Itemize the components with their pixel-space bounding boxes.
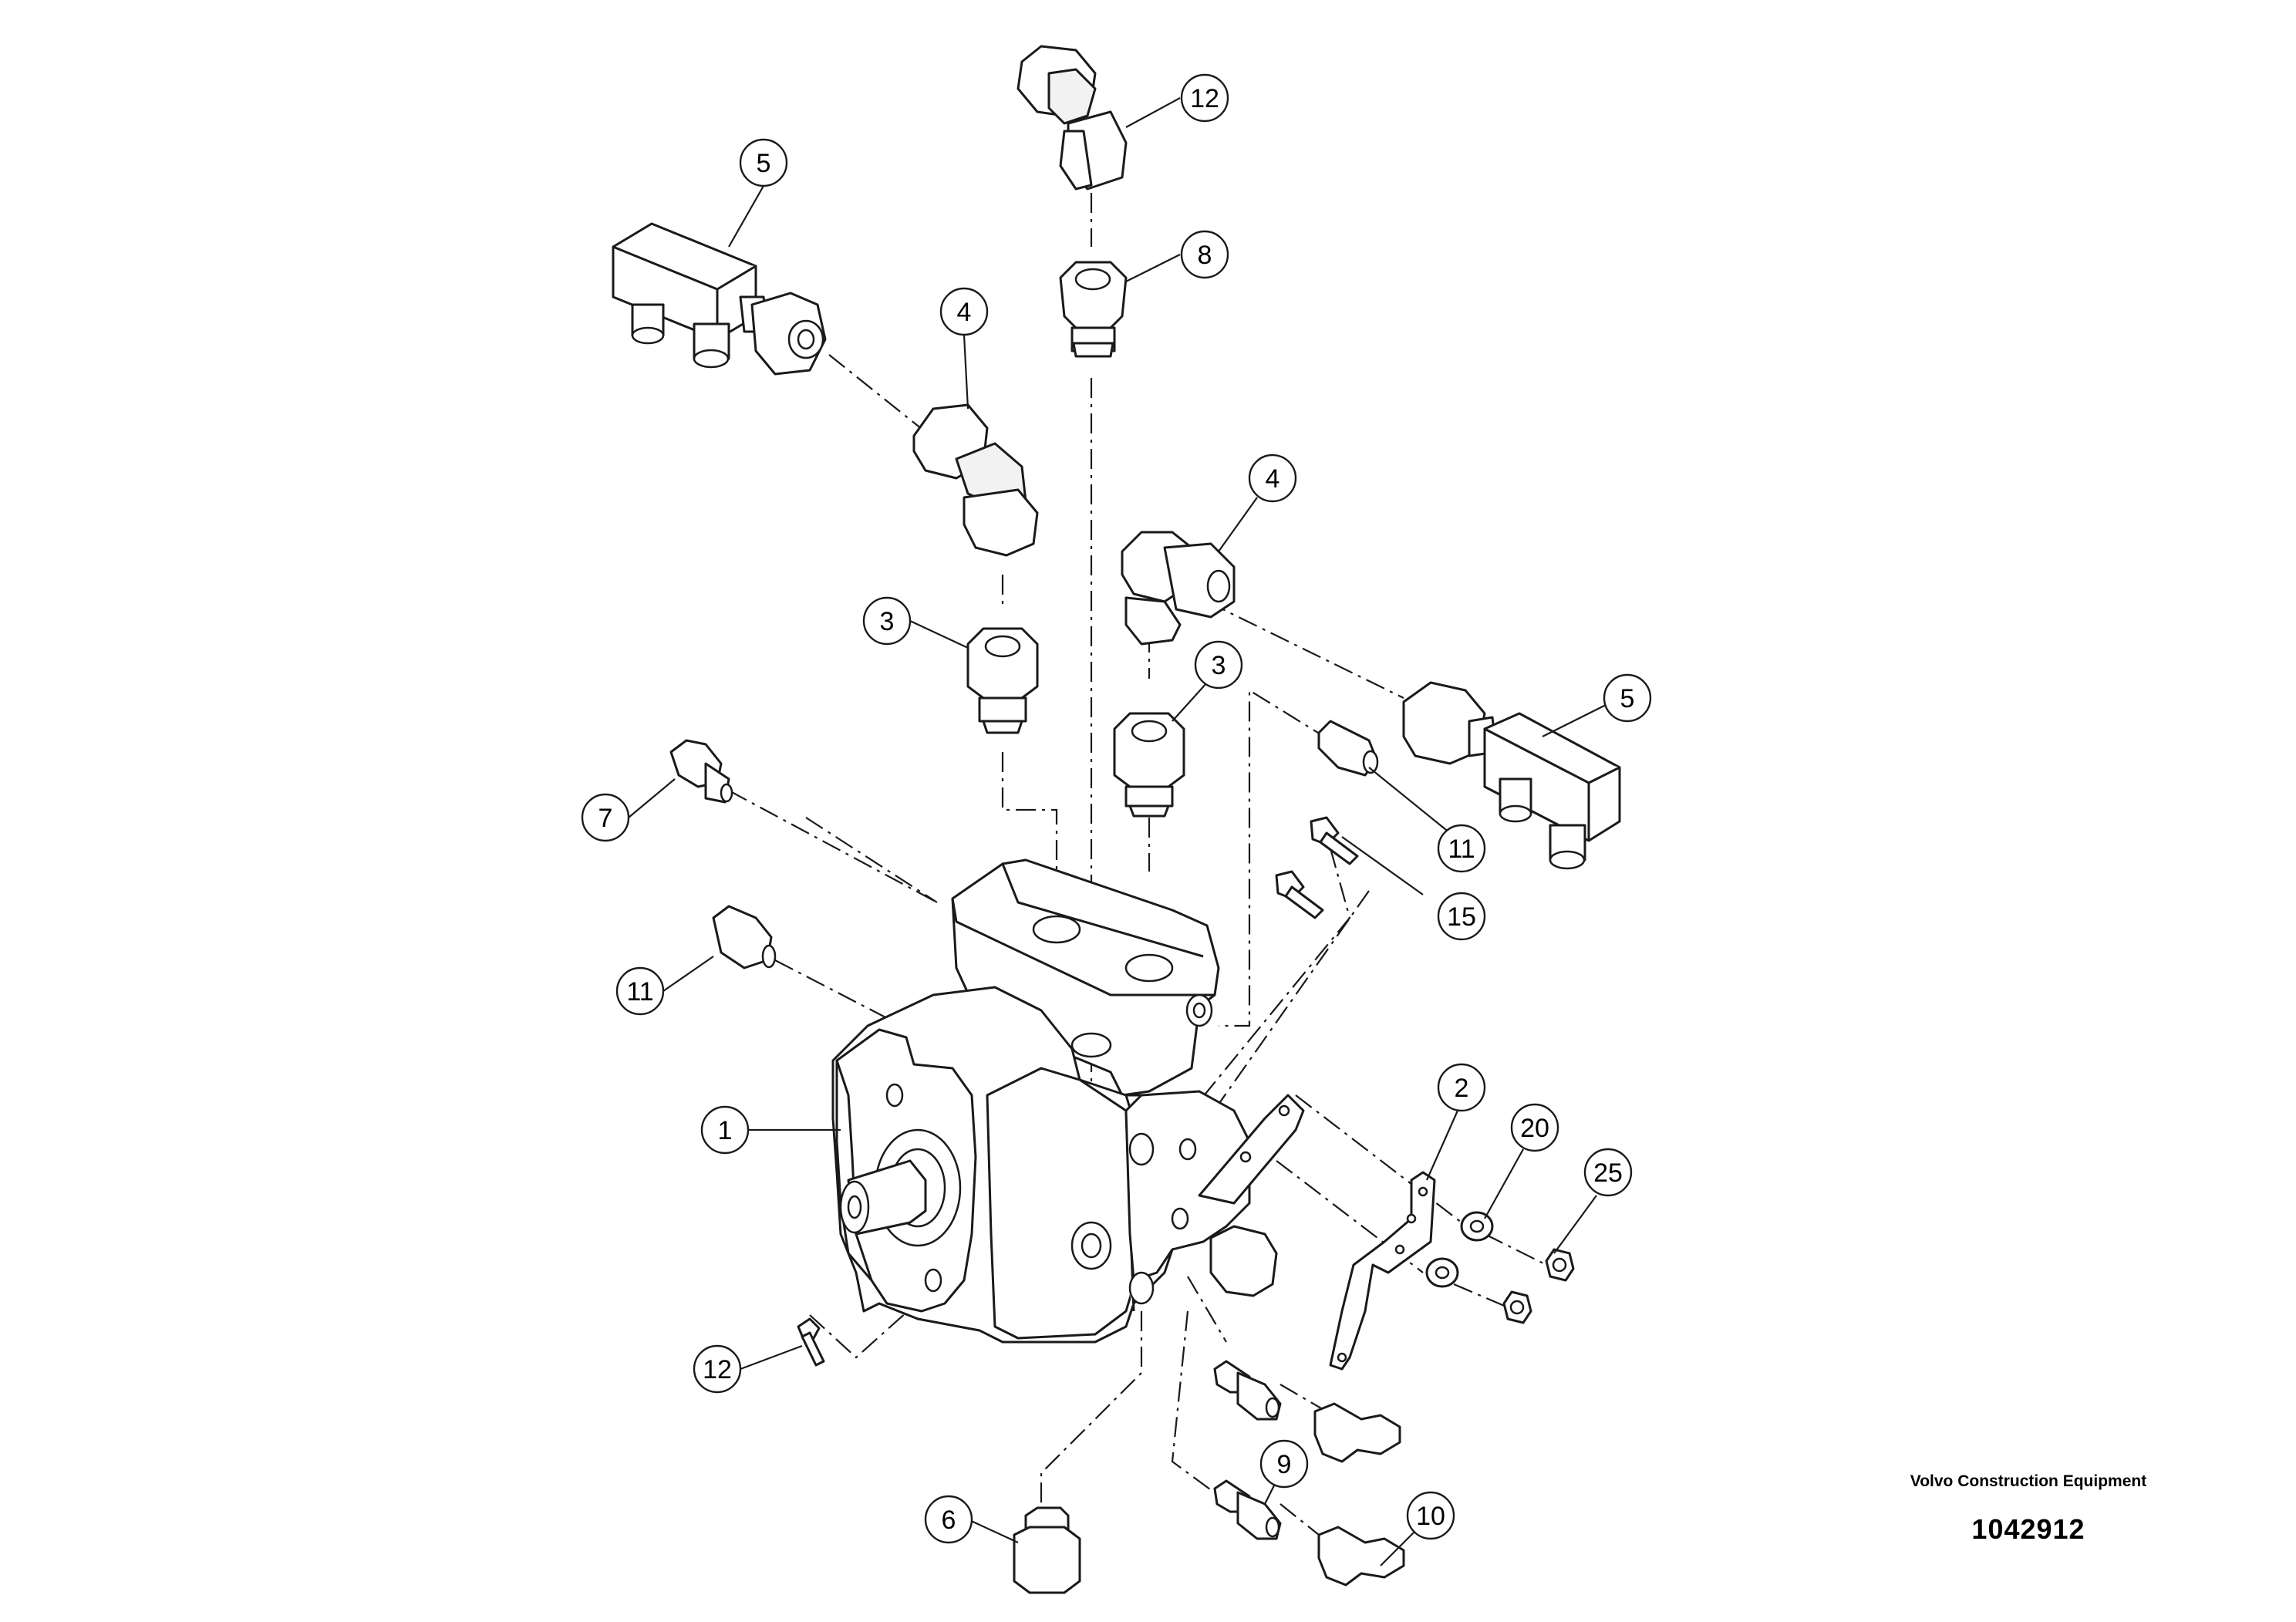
adapter-fitting-8 [1059,261,1128,358]
callout-label: 5 [757,149,771,178]
callout-balloon-3-left: 3 [862,596,912,646]
callout-balloon-4-left: 4 [939,287,989,336]
callout-balloon-12-bottom: 12 [693,1344,742,1394]
callout-balloon-5-right: 5 [1603,673,1652,723]
adapter-fitting-3-right [1113,712,1185,818]
callout-balloon-11-right: 11 [1437,824,1486,873]
callout-balloon-7: 7 [581,793,630,842]
callout-label: 3 [880,607,895,636]
washers-20 [1425,1211,1494,1288]
callout-label: 10 [1416,1502,1445,1531]
callout-label: 12 [1190,84,1219,113]
callout-label: 15 [1447,902,1476,932]
callout-label: 11 [1448,835,1475,864]
callout-label: 1 [718,1116,733,1145]
plug-11-left [712,905,777,969]
callout-balloon-12-top: 12 [1180,73,1229,123]
elbows-10 [1313,1402,1405,1587]
callout-balloon-20: 20 [1510,1103,1559,1152]
callout-label: 5 [1620,684,1635,713]
callout-label: 25 [1593,1158,1623,1188]
footer-company-name: Volvo Construction Equipment [1910,1472,2147,1490]
callout-balloon-4-right: 4 [1248,454,1297,503]
callout-balloon-11-left: 11 [615,966,665,1016]
adapter-fitting-3-left [966,627,1039,734]
elbow-fitting-4-left [912,403,1039,557]
callout-balloon-1: 1 [700,1105,750,1155]
adapter-fitting-6 [1013,1506,1081,1594]
nuts-25 [1502,1248,1575,1324]
fitting-7 [669,739,733,804]
bracket-2 [1329,1171,1436,1371]
hydraulic-pump-1 [831,858,1305,1344]
callout-balloon-10: 10 [1406,1491,1455,1540]
elbow-fitting-12-top [1017,45,1128,191]
callout-label: 8 [1198,241,1212,270]
callout-label: 4 [957,298,972,327]
callout-balloon-9: 9 [1259,1439,1309,1489]
callout-balloon-15: 15 [1437,892,1486,941]
callout-label: 3 [1212,651,1226,680]
fittings-9 [1213,1360,1282,1540]
callout-label: 11 [626,977,653,1007]
elbow-fitting-4-right [1121,531,1236,646]
callout-balloon-25: 25 [1583,1148,1633,1197]
plug-11-right [1317,720,1379,777]
callout-balloon-3-right: 3 [1194,640,1243,690]
callout-balloon-5-left: 5 [739,138,788,187]
valve-block-5-left [612,222,827,376]
callout-label: 6 [942,1506,956,1535]
callout-balloon-8: 8 [1180,230,1229,279]
callout-label: 9 [1277,1450,1292,1479]
screws-15 [1275,816,1359,919]
callout-label: 4 [1266,464,1280,494]
callout-balloon-2: 2 [1437,1063,1486,1112]
callout-label: 7 [598,804,613,833]
assembly-center-lines [728,193,1547,1536]
valve-block-5-right [1402,681,1621,870]
callout-label: 12 [703,1355,732,1384]
callout-label: 20 [1520,1114,1549,1143]
screw-12-bottom [797,1317,825,1367]
footer-drawing-number: 1042912 [1971,1513,2085,1545]
callout-balloon-6: 6 [924,1495,973,1544]
callout-label: 2 [1455,1074,1469,1103]
